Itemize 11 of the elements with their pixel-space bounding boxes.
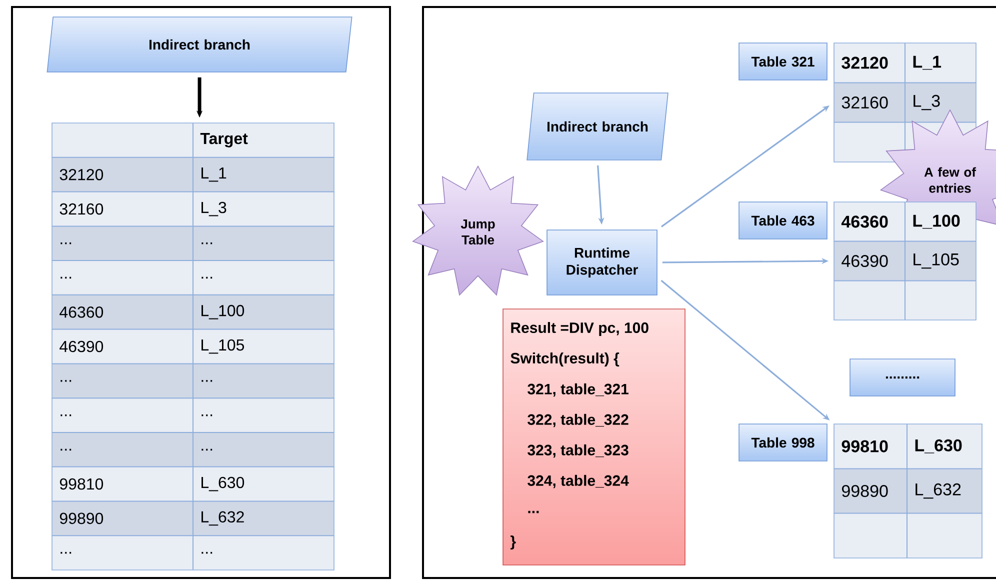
parallelogram: Indirect branch [46, 16, 352, 72]
table-label-box: Table 998 [738, 424, 828, 462]
table-label-box: Table 463 [738, 202, 828, 240]
table-label-box: Table 321 [738, 42, 828, 80]
data-table: Target 32120 L_1 32160 L_3 ... ... ... ... 46360 L_100 46390 L_105 ... ... ... ... ... ... 99810 L_630 99890 L_632 ... ... [52, 122, 334, 570]
code-box: Result =DIV pc, 100 Switch(result) { 321, table_321 322, table_322 323, table_323 324, table_324 ... } [502, 308, 686, 566]
data-table: 99810 L_630 99890 L_632 [834, 424, 982, 558]
placeholder-box: ......... [850, 358, 956, 396]
process-box: Runtime Dispatcher [546, 230, 658, 296]
data-table: 46360 L_100 46390 L_105 [834, 202, 977, 320]
parallelogram: Indirect branch [526, 92, 668, 160]
